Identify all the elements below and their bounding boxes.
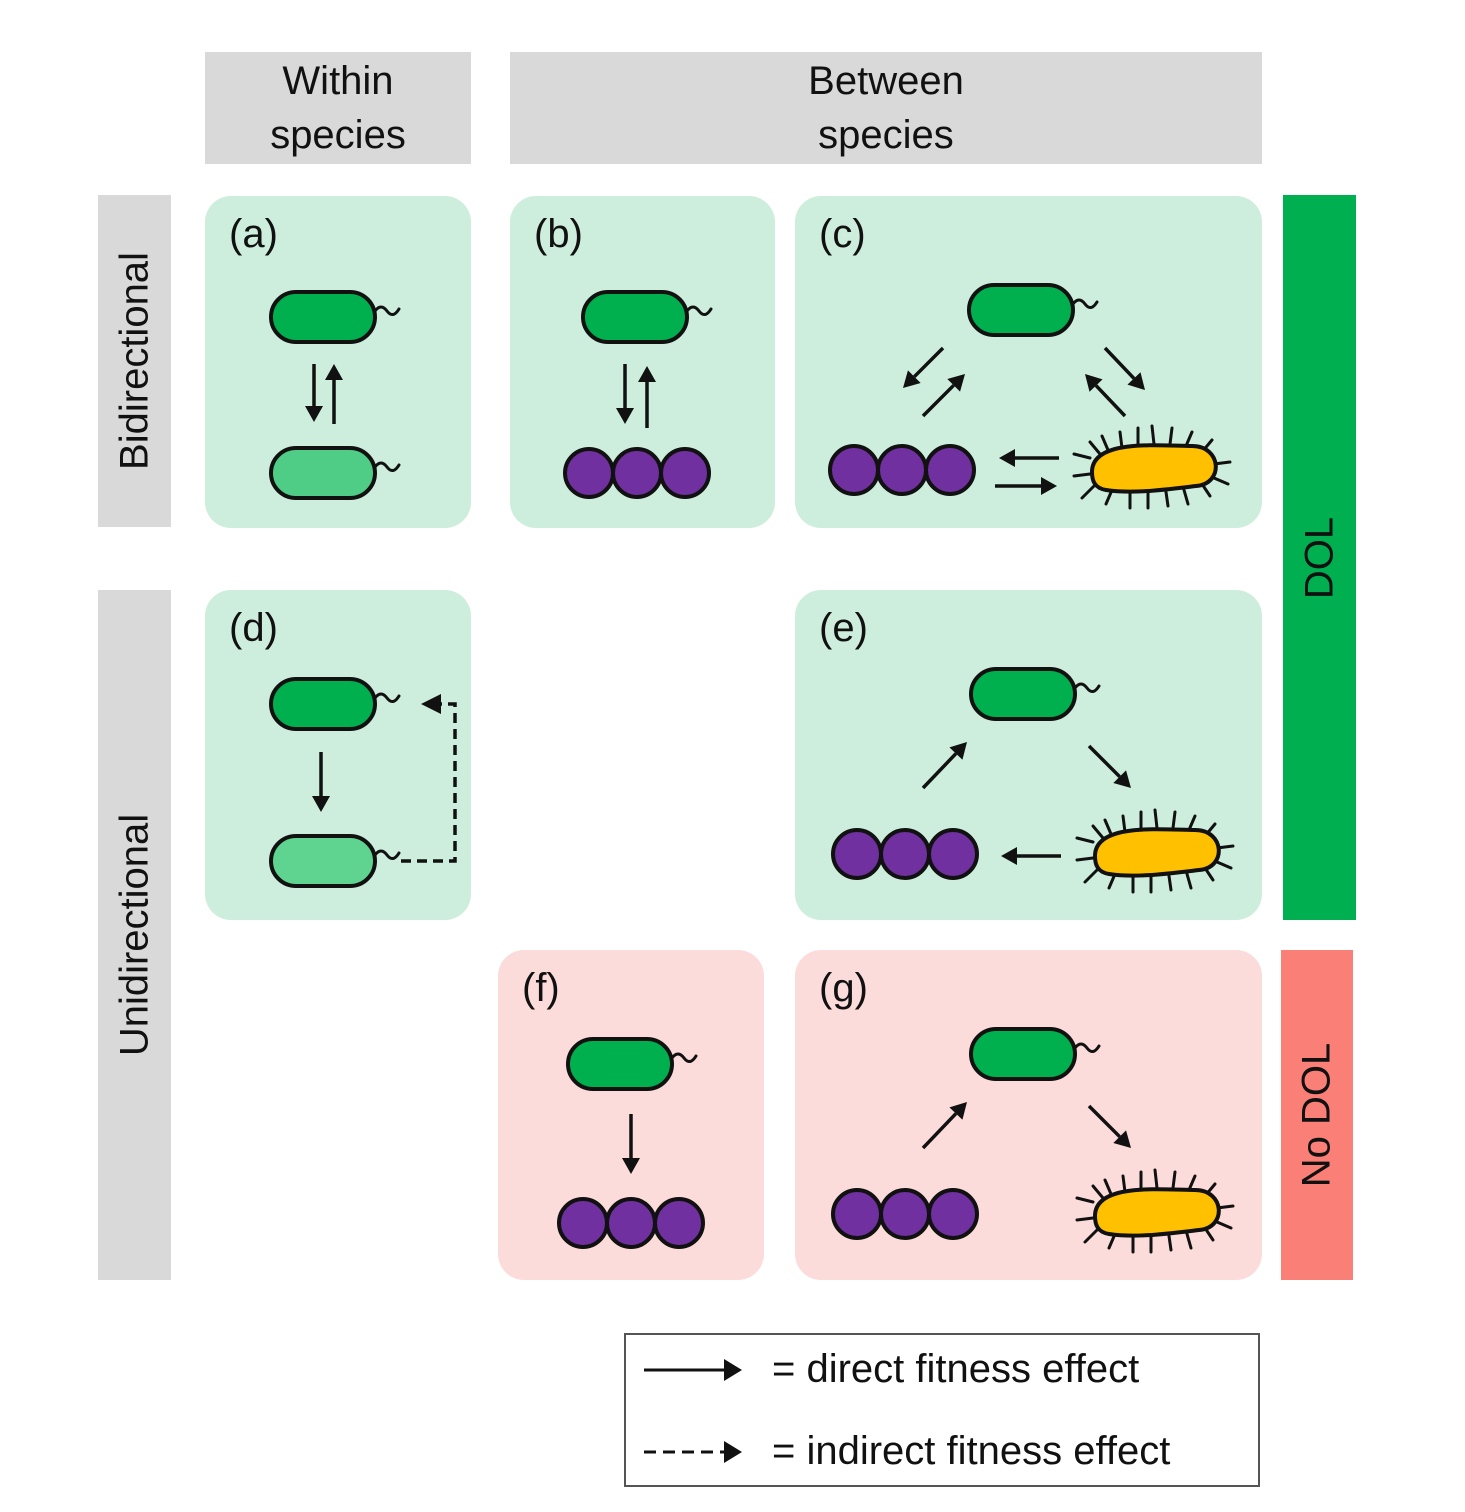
header-within-species-label: Within species bbox=[270, 59, 406, 157]
arrow-icon bbox=[1087, 1104, 1131, 1148]
rod-dark-icon bbox=[967, 283, 1099, 337]
legend-direct: = direct fitness effect bbox=[626, 1341, 1258, 1401]
dashed-arrow-icon bbox=[644, 1441, 742, 1463]
arrow-icon bbox=[921, 1102, 967, 1150]
panel-f-figure bbox=[557, 1037, 705, 1249]
panel-f-label: (f) bbox=[522, 966, 560, 1010]
panel-e-label: (e) bbox=[819, 606, 868, 650]
rod-dark-icon bbox=[269, 290, 401, 344]
arrow-icon bbox=[921, 374, 965, 418]
row-unidirectional: Unidirectional bbox=[98, 590, 171, 1280]
panel-c-figure bbox=[828, 283, 1232, 510]
bacillus-icon bbox=[1075, 808, 1235, 894]
panel-a-figure bbox=[269, 290, 401, 500]
no-dol-bar-label: No DOL bbox=[1294, 1042, 1339, 1188]
cocci-chain-icon bbox=[831, 1188, 979, 1240]
panel-e-figure bbox=[831, 667, 1235, 894]
cocci-chain-icon bbox=[563, 447, 711, 499]
rod-dark-icon bbox=[969, 667, 1101, 721]
panel-g: (g) bbox=[795, 950, 1262, 1280]
no-dol-bar: No DOL bbox=[1281, 950, 1353, 1280]
rod-dark-icon bbox=[566, 1037, 698, 1091]
arrow-icon bbox=[999, 449, 1059, 467]
rod-light-icon bbox=[269, 446, 401, 500]
dashed-feedback-arrow-icon bbox=[401, 694, 457, 863]
panel-a: (a) bbox=[205, 196, 471, 528]
rod-dark-icon bbox=[581, 290, 713, 344]
panel-b-label: (b) bbox=[534, 212, 583, 256]
cocci-chain-icon bbox=[831, 828, 979, 880]
rod-light-icon bbox=[269, 834, 401, 888]
header-within-species: Within species bbox=[205, 52, 471, 164]
dol-bar-label: DOL bbox=[1297, 516, 1341, 599]
panel-f: (f) bbox=[498, 950, 764, 1280]
arrow-icon bbox=[903, 346, 945, 388]
rod-dark-icon bbox=[969, 1027, 1101, 1081]
arrow-icon bbox=[1103, 346, 1145, 390]
panel-e: (e) bbox=[795, 590, 1262, 920]
arrow-icon bbox=[1001, 847, 1061, 865]
panel-g-label: (g) bbox=[819, 966, 868, 1010]
rod-dark-icon bbox=[269, 677, 401, 731]
bacillus-icon bbox=[1072, 424, 1232, 510]
header-between-species: Between species bbox=[510, 52, 1262, 164]
legend-indirect: = indirect fitness effect bbox=[626, 1423, 1258, 1483]
arrow-down-icon bbox=[305, 364, 323, 422]
header-between-species-label: Between species bbox=[808, 59, 964, 157]
panel-b-figure bbox=[563, 290, 713, 499]
legend-indirect-label: = indirect fitness effect bbox=[772, 1429, 1171, 1473]
panel-g-figure bbox=[831, 1027, 1235, 1254]
arrow-icon bbox=[1087, 744, 1131, 788]
cocci-chain-icon bbox=[828, 444, 976, 496]
panel-c-label: (c) bbox=[819, 212, 866, 256]
arrow-up-icon bbox=[638, 366, 656, 428]
panel-b: (b) bbox=[510, 196, 775, 528]
solid-arrow-icon bbox=[644, 1359, 742, 1381]
arrow-icon bbox=[921, 742, 967, 790]
arrow-up-icon bbox=[325, 364, 343, 424]
legend-direct-label: = direct fitness effect bbox=[772, 1347, 1140, 1391]
panel-a-label: (a) bbox=[229, 212, 278, 256]
panel-d-figure bbox=[269, 677, 457, 888]
arrow-down-icon bbox=[312, 752, 330, 812]
row-unidirectional-label: Unidirectional bbox=[112, 813, 156, 1057]
arrow-down-icon bbox=[622, 1114, 640, 1174]
bacillus-icon bbox=[1075, 1168, 1235, 1254]
arrow-icon bbox=[1085, 374, 1127, 418]
panel-d-label: (d) bbox=[229, 606, 278, 650]
dol-bar: DOL bbox=[1283, 195, 1356, 920]
panel-c: (c) bbox=[795, 196, 1262, 528]
legend: = direct fitness effect = indirect fitne… bbox=[624, 1333, 1260, 1487]
arrow-icon bbox=[995, 477, 1057, 495]
cocci-chain-icon bbox=[557, 1197, 705, 1249]
panel-d: (d) bbox=[205, 590, 471, 920]
row-bidirectional-label: Bidirectional bbox=[112, 252, 156, 470]
row-bidirectional: Bidirectional bbox=[98, 195, 171, 527]
arrow-down-icon bbox=[616, 364, 634, 424]
